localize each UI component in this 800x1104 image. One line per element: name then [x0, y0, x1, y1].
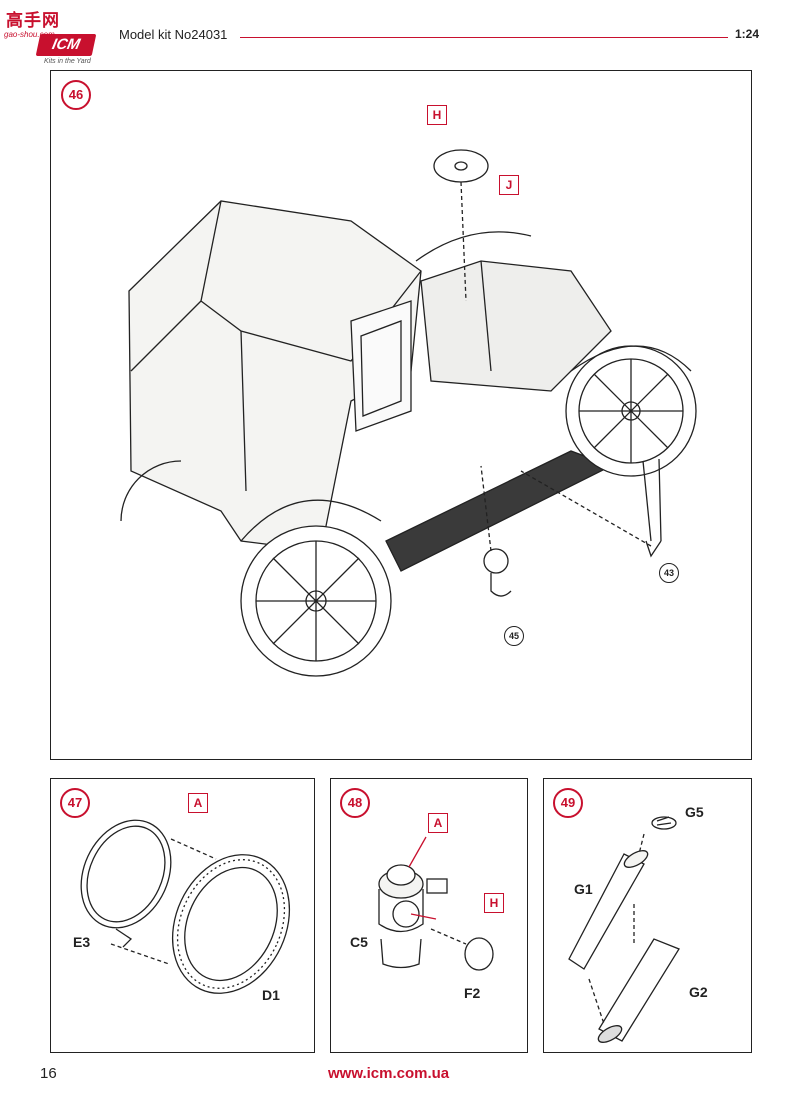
- step-number-48: 48: [340, 788, 370, 818]
- part-label-d1: D1: [262, 987, 280, 1003]
- part-tag-h: H: [427, 105, 447, 125]
- icm-logo: 高手网 gao-shou.com ICM Kits in the Yard: [4, 6, 104, 66]
- page-number: 16: [40, 1065, 57, 1082]
- car-assembly-drawing: [120, 149, 697, 677]
- step-46-panel: 46 H J 43 45: [50, 70, 752, 760]
- watermark-sub: gao-shou.com: [4, 30, 55, 39]
- step-49-panel: 49 G5 G1 G2: [543, 778, 752, 1053]
- ref-step-43: 43: [659, 563, 679, 583]
- step-47-panel: 47 A E3 D1: [50, 778, 315, 1053]
- part-label-g2: G2: [689, 984, 708, 1000]
- brand-mark: ICM: [35, 34, 97, 56]
- model-kit-title: Model kit No24031: [119, 27, 228, 42]
- website-link[interactable]: www.icm.com.ua: [328, 1065, 450, 1082]
- step-48-panel: 48 A H C5 F2: [330, 778, 528, 1053]
- part-label-g1: G1: [574, 881, 593, 897]
- step-number-47: 47: [60, 788, 90, 818]
- part-tag-a: A: [428, 813, 448, 833]
- part-label-e3: E3: [73, 934, 91, 950]
- step-number-49: 49: [553, 788, 583, 818]
- part-label-g5: G5: [685, 804, 704, 820]
- part-tag-a: A: [188, 793, 208, 813]
- ref-step-45: 45: [504, 626, 524, 646]
- tube-assembly-drawing: [568, 816, 680, 1043]
- part-tag-j: J: [499, 175, 519, 195]
- lamp-assembly-drawing: [378, 836, 494, 971]
- header-divider: [240, 37, 728, 38]
- part-label-c5: C5: [350, 934, 368, 950]
- watermark-top: 高手网: [6, 11, 60, 31]
- scale-label: 1:24: [735, 27, 760, 41]
- part-tag-h: H: [484, 893, 504, 913]
- tire-rim-drawing: [80, 819, 291, 994]
- brand-tagline: Kits in the Yard: [44, 58, 91, 65]
- part-label-f2: F2: [464, 985, 481, 1001]
- step-number-46: 46: [61, 80, 91, 110]
